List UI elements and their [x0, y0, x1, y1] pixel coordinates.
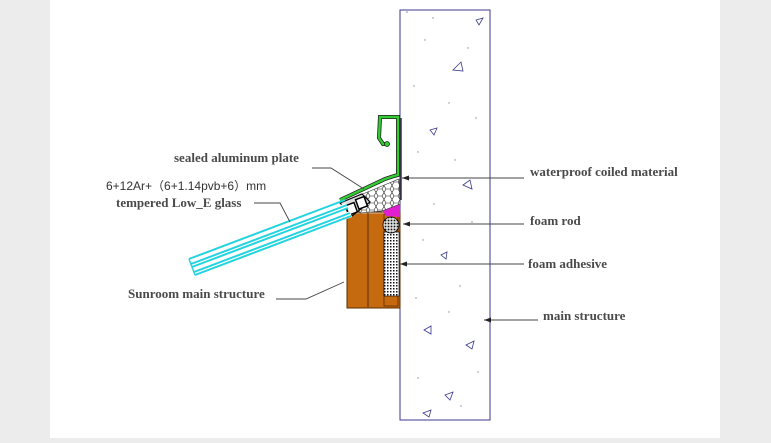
- foam-rod-fill: [382, 216, 400, 234]
- aluminum-flashing: [339, 115, 400, 202]
- leader-arrowheads: [400, 175, 491, 323]
- label-foam-adhesive: foam adhesive: [528, 256, 608, 271]
- label-sealed-aluminum-plate: sealed aluminum plate: [174, 150, 299, 165]
- leader-lines: [254, 167, 538, 321]
- label-foam-rod: foam rod: [530, 213, 581, 228]
- concrete-wall: [399, 9, 491, 421]
- foam-adhesive-fill: [383, 231, 400, 297]
- glass-clamp: [338, 193, 371, 217]
- glass-unit: [188, 199, 352, 276]
- label-tempered-glass: tempered Low_E glass: [116, 195, 242, 210]
- label-sunroom-structure: Sunroom main structure: [128, 286, 265, 301]
- label-main-structure: main structure: [543, 308, 626, 323]
- label-waterproof-material: waterproof coiled material: [530, 164, 678, 179]
- label-glass-spec: 6+12Ar+（6+1.14pvb+6）mm: [106, 179, 267, 193]
